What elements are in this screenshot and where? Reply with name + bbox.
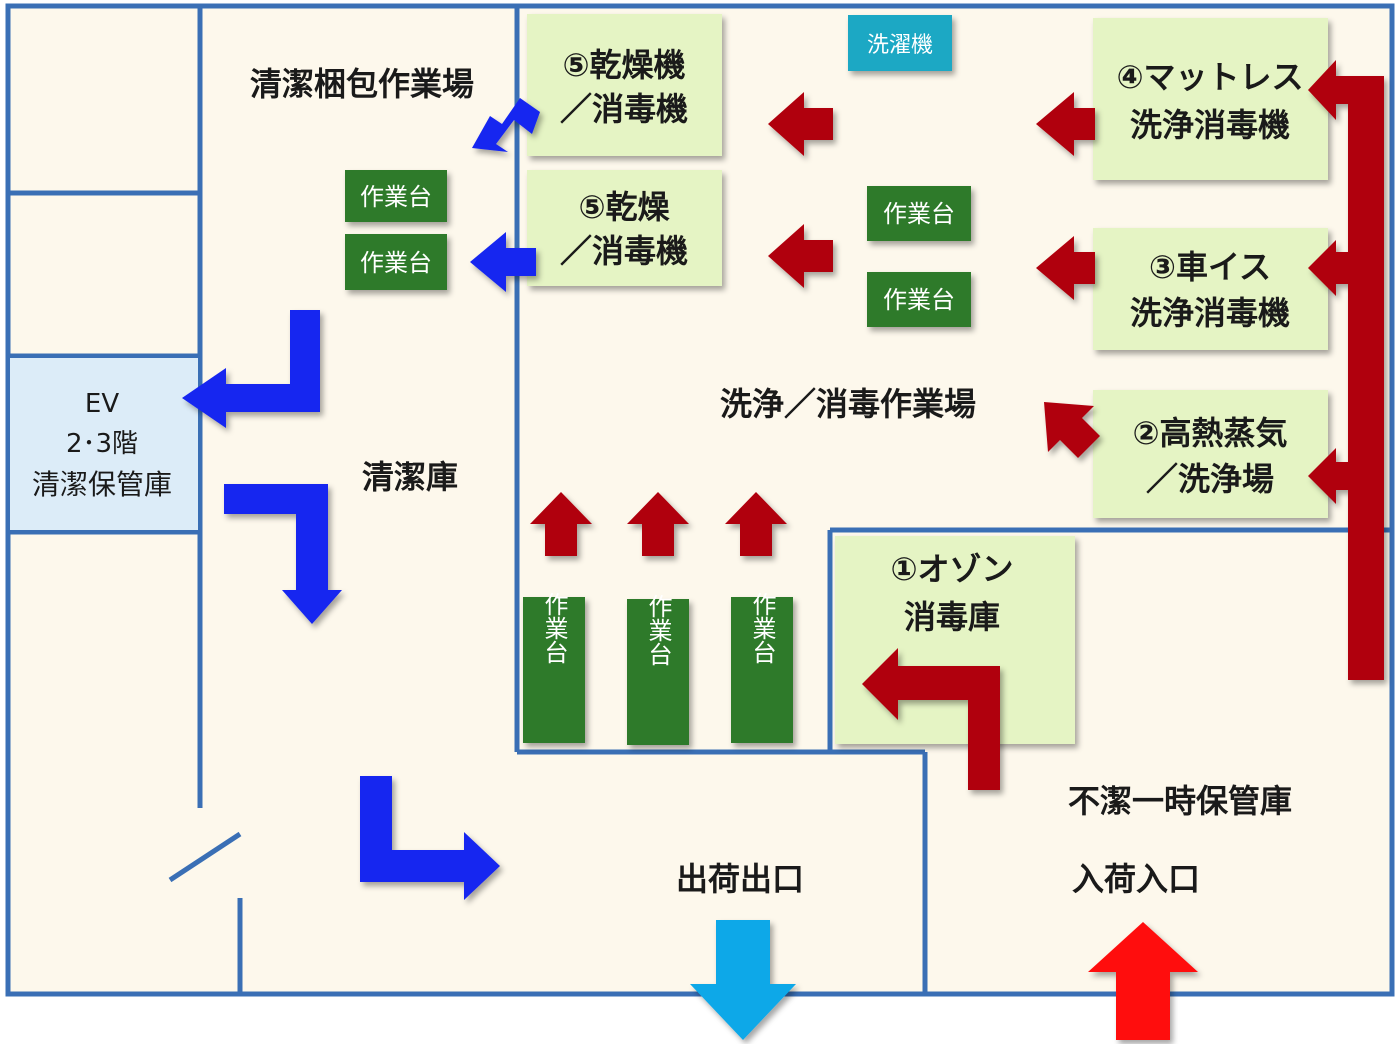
machine-steam-line1: ②高熱蒸気 [1132,414,1287,452]
workbench-vertical-3-label: 作業台 [748,592,776,664]
shipping-exit-arrow [690,920,796,1040]
machine-mattress-line1: ④マットレス [1116,58,1303,96]
arrow-up-2 [627,492,689,556]
room-label-wash-work: 洗浄／消毒作業場 [720,385,976,423]
machine-dryer-1-line2: ／消毒機 [560,90,688,128]
arrow-main-trunk [1308,60,1384,680]
machine-mattress-washer [1093,18,1328,180]
machine-wheelchair-line1: ③車イス [1149,248,1271,286]
arrow-to-ev [182,310,320,428]
workbench-vertical-3 [731,597,793,743]
machine-dryer-1 [527,14,722,156]
machine-dryer-2-line2: ／消毒機 [560,232,688,270]
washing-machine-label: 洗濯機 [867,33,933,58]
workbench-wash-2-label: 作業台 [883,286,955,314]
workbench-packing-1-label: 作業台 [360,183,432,211]
workbench-wash-1 [867,186,971,241]
machine-mattress-line2: 洗浄消毒機 [1130,106,1290,144]
ev-label: EV [85,389,119,419]
receiving-entry-arrow [1088,922,1198,1040]
machine-dryer-2 [527,170,722,286]
workbench-vertical-2-label: 作業台 [644,594,672,666]
workbench-vertical-1-label: 作業台 [540,592,568,664]
arrow-mattress-to-dryer [1036,92,1095,156]
room-label-dirty-storage: 不潔一時保管庫 [1068,782,1292,820]
arrow-up-1 [530,492,592,556]
arrow-to-wheelchair [1308,240,1350,296]
machine-steam-line2: ／洗浄場 [1146,460,1274,498]
machine-wheelchair-washer [1093,228,1328,350]
room-label-receiving-entrance: 入荷入口 [1072,860,1200,898]
arrow-wheelchair-to-bench [1036,236,1095,300]
workbench-vertical-1 [523,597,585,743]
machine-dryer-2-line1: ⑤乾燥 [578,188,670,226]
machine-wheelchair-line2: 洗浄消毒機 [1130,294,1290,332]
machine-steam-wash [1093,390,1328,518]
room-label-clean-storage: 清潔庫 [362,458,458,496]
ev-room [10,358,198,530]
workbench-wash-2 [867,272,971,327]
machine-ozone-disinfection [835,536,1075,744]
arrow-to-shipping [360,776,500,900]
workbench-wash-1-label: 作業台 [883,200,955,228]
arrow-steam-to-work [1044,402,1100,458]
arrow-dryer-1-to-packing [472,98,540,152]
machine-dryer-1-line1: ⑤乾燥機 [562,46,685,84]
ev-storage-label: 清潔保管庫 [32,468,172,501]
arrow-to-steam [1308,448,1350,504]
ev-floors: 2･3階 [66,429,138,459]
workbench-vertical-2 [627,599,689,745]
door-swing [168,831,242,883]
room-label-clean-packing: 清潔梱包作業場 [250,65,474,103]
arrow-dryer-1-flow [768,92,833,156]
arrow-up-3 [725,492,787,556]
arrow-dryer-2-to-packing [470,232,536,292]
machine-ozone-line2: 消毒庫 [904,598,1000,636]
walls [5,3,1395,997]
arrow-to-clean-storage [224,484,342,624]
machine-ozone-line1: ①オゾン [890,550,1013,588]
arrow-ozone-out [862,648,1000,790]
arrow-dryer-2-flow [768,224,833,288]
workbench-packing-1 [345,170,447,222]
workbench-packing-2 [345,234,447,290]
workbench-packing-2-label: 作業台 [360,249,432,277]
room-label-shipping-exit: 出荷出口 [676,860,804,898]
washing-machine [848,15,952,71]
